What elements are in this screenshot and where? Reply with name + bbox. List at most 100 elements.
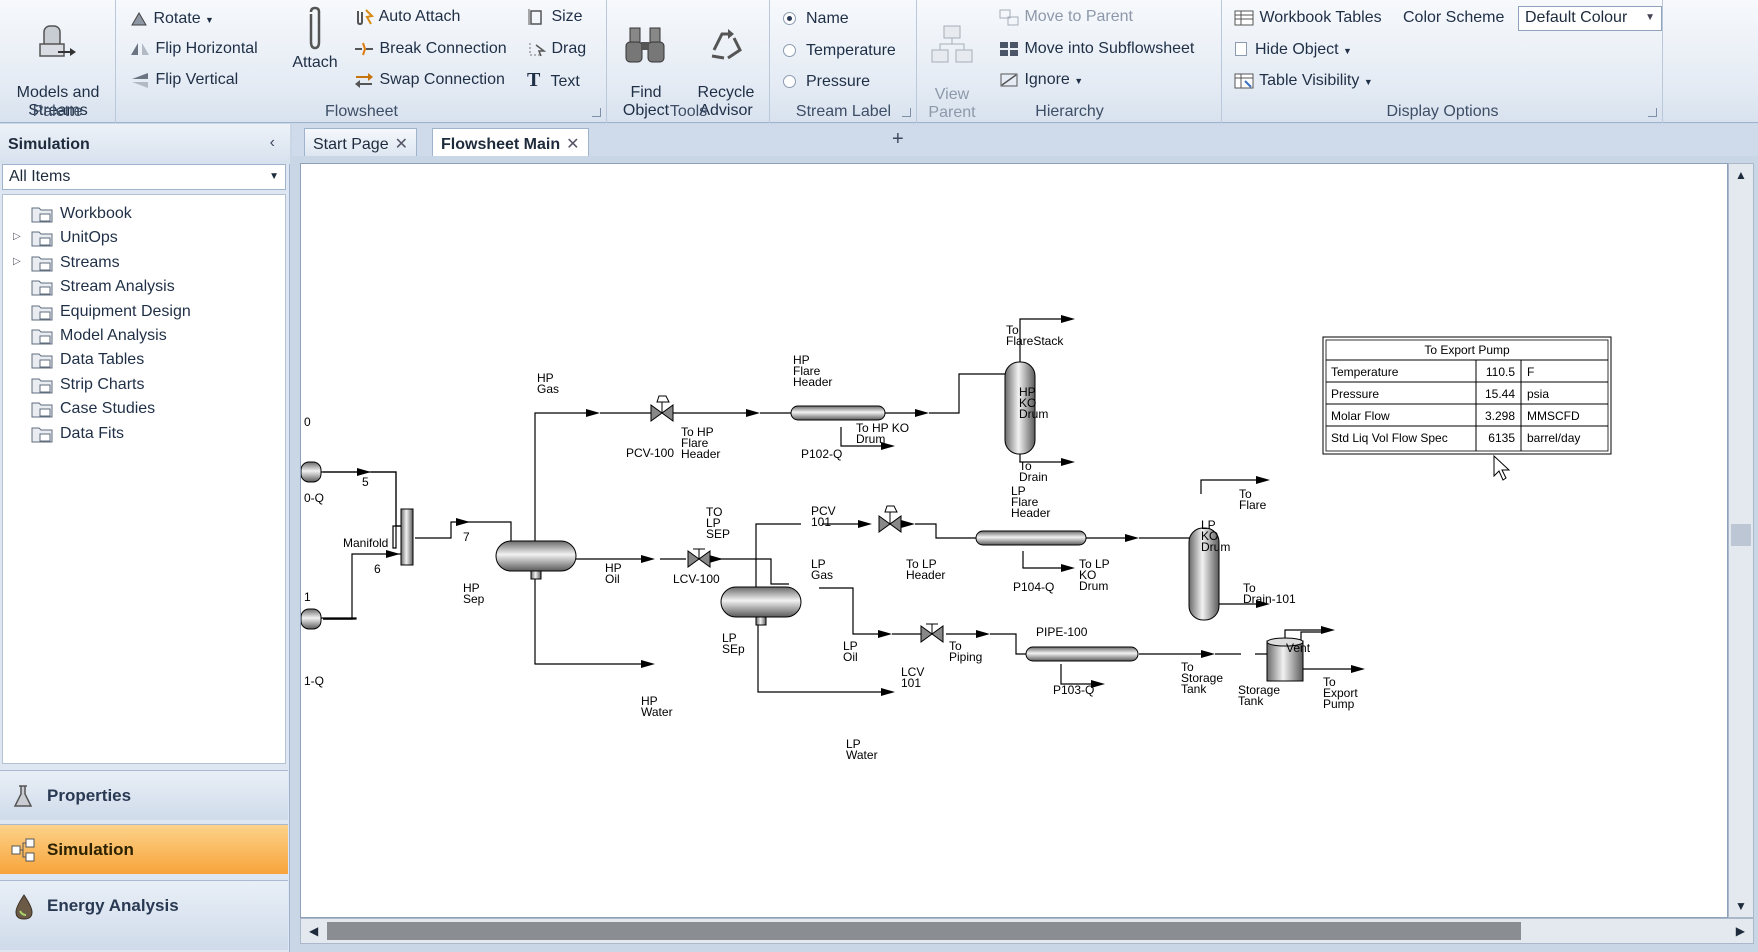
tools-group: Find Object Recycle Advisor Tools xyxy=(608,0,770,123)
size-button[interactable]: Size xyxy=(527,8,583,26)
stream-label-pressure-text: Pressure xyxy=(806,73,871,90)
lp-flare-header xyxy=(975,530,1087,546)
ignore-button[interactable]: Ignore ▼ xyxy=(998,71,1083,90)
nav-button-energy-analysis[interactable]: Energy Analysis xyxy=(0,880,288,950)
palette-group: Models and Streams Palette xyxy=(0,0,116,123)
stream-label-1-q: 1-Q xyxy=(304,674,324,688)
tree-item-label: Workbook xyxy=(60,205,132,222)
scroll-right-icon[interactable]: ▶ xyxy=(1735,924,1745,938)
tree-item-label: Equipment Design xyxy=(60,302,191,320)
stream-label-dialog-launcher-icon[interactable] xyxy=(902,108,911,117)
horizontal-scroll-thumb[interactable] xyxy=(327,922,1521,940)
tree-item-label: Data Tables xyxy=(60,351,145,369)
lp-sep-vessel xyxy=(720,586,802,618)
expand-arrow-icon[interactable]: ▷ xyxy=(13,231,21,243)
scroll-left-icon[interactable]: ◀ xyxy=(309,924,319,938)
paperclip-icon xyxy=(309,6,321,50)
flip-vertical-icon xyxy=(132,73,148,88)
display-options-dialog-launcher-icon[interactable] xyxy=(1648,108,1657,117)
find-object-button[interactable]: Find Object xyxy=(614,6,678,120)
attach-button[interactable]: Attach xyxy=(285,6,345,72)
text-label: Text xyxy=(550,73,580,90)
nav-filter-select[interactable]: All Items ▼ xyxy=(2,164,286,190)
close-icon[interactable]: ✕ xyxy=(394,136,409,153)
move-to-parent-button[interactable]: Move to Parent xyxy=(998,8,1133,26)
tree-item-label: Stream Analysis xyxy=(60,278,175,296)
table-visibility-label: Table Visibility xyxy=(1259,72,1360,90)
color-scheme-select[interactable]: Default Colour ▼ xyxy=(1518,6,1662,31)
scroll-down-icon[interactable]: ▼ xyxy=(1735,899,1747,913)
ignore-icon xyxy=(1000,73,1018,87)
drag-button[interactable]: Drag xyxy=(527,40,586,58)
size-icon xyxy=(528,9,542,25)
tree-item-label: UnitOps xyxy=(60,229,118,247)
recycle-advisor-button[interactable]: Recycle Advisor xyxy=(686,6,766,120)
workbook-tables-button[interactable]: Workbook Tables xyxy=(1233,9,1382,27)
view-parent-button[interactable]: View Parent xyxy=(924,6,980,122)
p103-q-label: P103-Q xyxy=(1053,683,1094,697)
flowsheet-group-label: Flowsheet xyxy=(325,103,398,120)
swap-connection-button[interactable]: Swap Connection xyxy=(353,71,505,89)
recycle-advisor-label: Recycle Advisor xyxy=(697,84,755,119)
models-and-streams-button[interactable]: Models and Streams xyxy=(4,4,112,120)
stream-label-pressure-radio[interactable]: Pressure xyxy=(783,73,870,91)
close-icon[interactable]: ✕ xyxy=(566,136,580,153)
nav-button-simulation[interactable]: Simulation xyxy=(0,824,288,874)
stream-label-temperature-radio[interactable]: Temperature xyxy=(783,42,896,60)
scroll-up-icon[interactable]: ▲ xyxy=(1735,168,1747,182)
nav-button-properties[interactable]: Properties xyxy=(0,770,288,820)
document-tab-bar: Start Page✕ Flowsheet Main✕ + xyxy=(292,124,1758,156)
collapse-pane-icon[interactable]: ‹ xyxy=(269,134,275,151)
table-cell-unit: MMSCFD xyxy=(1527,409,1580,423)
auto-attach-button[interactable]: Auto Attach xyxy=(353,8,460,26)
text-button[interactable]: T Text xyxy=(527,70,580,91)
nav-pane-title: Simulation xyxy=(0,124,290,164)
p102-q-label: P102-Q xyxy=(801,447,842,461)
flowsheet-dialog-launcher-icon[interactable] xyxy=(592,108,601,117)
move-into-subflowsheet-button[interactable]: Move into Subflowsheet xyxy=(998,40,1194,58)
move-into-subflowsheet-icon xyxy=(1000,42,1018,56)
color-scheme-value: Default Colour xyxy=(1525,9,1628,26)
table-visibility-button[interactable]: Table Visibility ▼ xyxy=(1233,72,1373,91)
folder-icon xyxy=(31,280,53,296)
break-connection-button[interactable]: Break Connection xyxy=(353,40,507,58)
feed-0-vessel xyxy=(301,461,322,483)
expand-arrow-icon[interactable]: ▷ xyxy=(13,255,21,267)
display-options-group: Workbook Tables Color Scheme Default Col… xyxy=(1223,0,1663,123)
flip-vertical-button[interactable]: Flip Vertical xyxy=(129,71,238,89)
hide-object-dropdown-icon: ▼ xyxy=(1343,46,1352,56)
tab-start-page[interactable]: Start Page✕ xyxy=(304,128,418,156)
tab-flowsheet-main[interactable]: Flowsheet Main✕ xyxy=(432,128,589,156)
add-tab-icon[interactable]: + xyxy=(892,128,904,150)
stream-label-name-radio[interactable]: Name xyxy=(783,10,849,28)
chevron-down-icon: ▼ xyxy=(269,171,279,182)
vertical-scrollbar[interactable]: ▲ ▼ xyxy=(1728,163,1754,918)
hierarchy-group-label: Hierarchy xyxy=(1035,103,1104,120)
hide-object-button[interactable]: Hide Object ▼ xyxy=(1235,41,1352,60)
flip-horizontal-button[interactable]: Flip Horizontal xyxy=(129,40,258,58)
stream-labels: 0 0-Q 1 1-Q 5 6 7 Manifold xyxy=(304,415,470,688)
hp-flare-header xyxy=(790,405,886,421)
rotate-button[interactable]: Rotate ▼ xyxy=(129,10,214,29)
folder-icon xyxy=(31,305,53,321)
display-options-group-label: Display Options xyxy=(1386,103,1499,120)
table-title: To Export Pump xyxy=(1424,343,1510,357)
vertical-scroll-thumb[interactable] xyxy=(1731,524,1751,546)
table-cell-value: 15.44 xyxy=(1485,387,1515,401)
hp-ko-drum xyxy=(1004,361,1036,455)
stream-label-7: 7 xyxy=(463,530,470,544)
horizontal-scrollbar[interactable]: ◀ ▶ xyxy=(300,918,1754,944)
ignore-dropdown-icon: ▼ xyxy=(1074,76,1084,87)
